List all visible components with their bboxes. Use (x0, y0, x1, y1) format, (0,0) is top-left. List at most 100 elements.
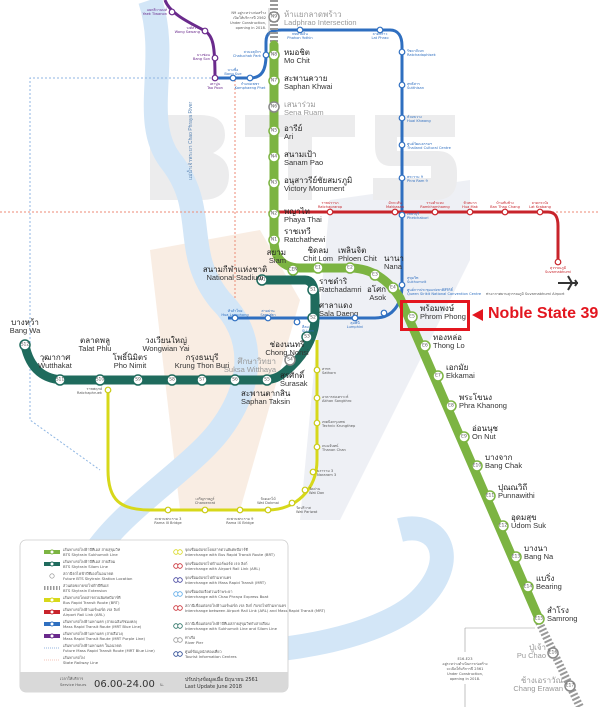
station-code: E11 (486, 493, 495, 499)
station-label-en: Ratchadaphisek (407, 53, 437, 57)
station-label-th: อ่อนนุช (472, 424, 499, 433)
legend-label-th: เส้นทางรถไฟฟ้ามหานคร (สายเฉลิมรัชมงคล) (63, 619, 138, 624)
last-update-th: ปรับปรุงข้อมูลเมื่อ มิถุนายน 2561 (185, 676, 258, 683)
legend-label-en: Mass Rapid Transit Route (MRT Purple Lin… (63, 636, 145, 641)
station-label-en: Samrong (547, 614, 577, 623)
mrt-purple-station-yaek-tiwanon[interactable]: แยกติวานนท์Yaek Tiwanon (143, 8, 176, 16)
station-label-th: เตาปูน (210, 82, 221, 86)
station-label-en: Ratchaphruek (77, 391, 103, 395)
station-label-th: สีลม (302, 324, 309, 329)
brt-station-thanon-chan[interactable]: ถนนจันทน์Thanon Chan (313, 443, 346, 452)
brt-station-wat-dokmai[interactable]: วัดดอกไม้Wat Dokmai (257, 496, 279, 514)
station-label-en: Punnawithi (498, 491, 535, 500)
brt-station-charoenrat[interactable]: เจริญราษฎร์Charoenrat (195, 497, 216, 514)
arl-station-suvarnabhumi[interactable]: สุวรรณภูมิSuvarnabhumi (545, 258, 571, 274)
station-label-en: Queen Sirikit National Convention Centre (407, 292, 482, 296)
station-label-th: ราชเทวี (284, 227, 311, 236)
brt-station-akhan-songkhro[interactable]: อาคารสงเคราะห์Akhan Songkhro (313, 394, 351, 403)
mrt-station-queen-sirikit-national-convention-centre[interactable]: ศูนย์การประชุมแห่งชาติสิริกิติ์Queen Sir… (380, 287, 482, 317)
mrt-station-phetchaburi[interactable]: เพชรบุรีPhetchaburi (398, 211, 429, 220)
legend-label-th: ศูนย์ข้อมูลนักท่องเที่ยว (185, 649, 222, 654)
brt-station-ratchaphruek[interactable]: ราชพฤกษ์Ratchaphruek (77, 386, 112, 395)
station-label-th: วุฒากาศ (40, 353, 71, 362)
station-on-nut[interactable]: E9อ่อนนุชOn Nut (458, 424, 499, 443)
station-label-en: Phetchaburi (407, 216, 429, 220)
station-label-en: Ladphrao Intersection (284, 18, 357, 27)
station-label-th: รามคำแหง (426, 201, 443, 205)
station-chong-nonsi[interactable]: S3ช่องนนทรีChong Nonsi (265, 331, 313, 357)
station-label-th: เพชรบุรี (407, 211, 419, 217)
mrt-station-lumphini[interactable]: ลุมพินีLumphini (347, 314, 364, 329)
station-code: S2 (310, 315, 316, 321)
